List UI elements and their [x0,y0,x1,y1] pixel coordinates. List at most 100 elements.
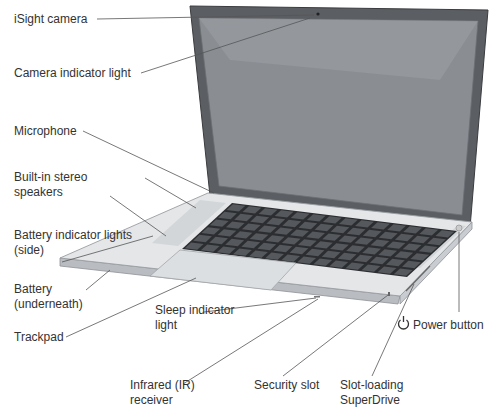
key [403,226,422,233]
key [258,225,277,232]
key [427,238,446,245]
part-label: Security slot [254,378,344,393]
key [259,208,278,215]
key [322,251,341,258]
key [266,218,285,225]
key [297,256,316,263]
key [218,212,237,219]
key [266,235,285,242]
key [234,231,253,238]
part-label: Slot-loading SuperDrive [340,378,430,408]
key [265,252,284,259]
key [185,242,204,249]
key [331,226,350,233]
key [354,255,373,262]
key [298,239,317,246]
key [298,222,317,229]
key [419,228,438,235]
key [378,249,397,256]
key [209,237,228,244]
key [346,262,365,269]
key [371,239,390,246]
key [193,235,212,242]
key [290,229,309,236]
key [274,227,293,234]
key [354,237,373,244]
key [323,216,342,223]
key [249,250,268,257]
key [273,245,292,252]
key [411,236,430,243]
power-key [456,225,462,231]
power-symbol [398,316,408,329]
key [275,210,294,217]
key [201,227,220,234]
key [346,245,365,252]
security-slot [388,292,390,296]
key [394,251,413,258]
key [291,212,310,219]
camera-lens [316,12,319,15]
key [226,221,245,228]
key [218,229,237,236]
key [387,224,406,231]
display-panel [199,18,478,215]
key [306,231,325,238]
key [338,235,357,242]
key [250,233,269,240]
drive-slot [406,266,430,291]
key [403,243,422,250]
part-label: iSight camera [14,12,164,27]
sleep-light [314,296,320,298]
part-label: Power button [413,318,500,333]
key [379,232,398,239]
key [233,248,252,255]
key [210,219,229,226]
part-label: Built-in stereo speakers [14,170,114,200]
display-glare [199,18,478,80]
key [306,249,325,256]
part-label: Battery (underneath) [14,282,94,312]
key [243,206,262,213]
key [435,230,454,237]
key [241,241,260,248]
key [314,241,333,248]
key [250,216,269,223]
key [355,220,374,227]
key [217,246,236,253]
key [242,223,261,230]
key [281,254,300,261]
part-label: Trackpad [14,330,114,345]
part-label: Sleep indicator light [155,303,245,333]
key [362,247,381,254]
key [257,243,276,250]
key [371,222,390,229]
key [370,257,389,264]
key [338,253,357,260]
key [395,234,414,241]
key [330,243,349,250]
key [363,230,382,237]
key [201,244,220,251]
key [313,258,332,265]
key [226,204,245,211]
key [329,260,348,267]
key [307,214,326,221]
key [282,220,301,227]
key [225,239,244,246]
part-label: Microphone [14,124,134,139]
part-label: Camera indicator light [14,66,184,81]
key [322,233,341,240]
key [315,224,334,231]
key [410,253,429,260]
key [387,241,406,248]
key [402,261,421,268]
key [394,268,413,275]
key [290,247,309,254]
key [347,228,366,235]
key [282,237,301,244]
base-top [60,193,472,296]
trackpad [150,250,296,290]
